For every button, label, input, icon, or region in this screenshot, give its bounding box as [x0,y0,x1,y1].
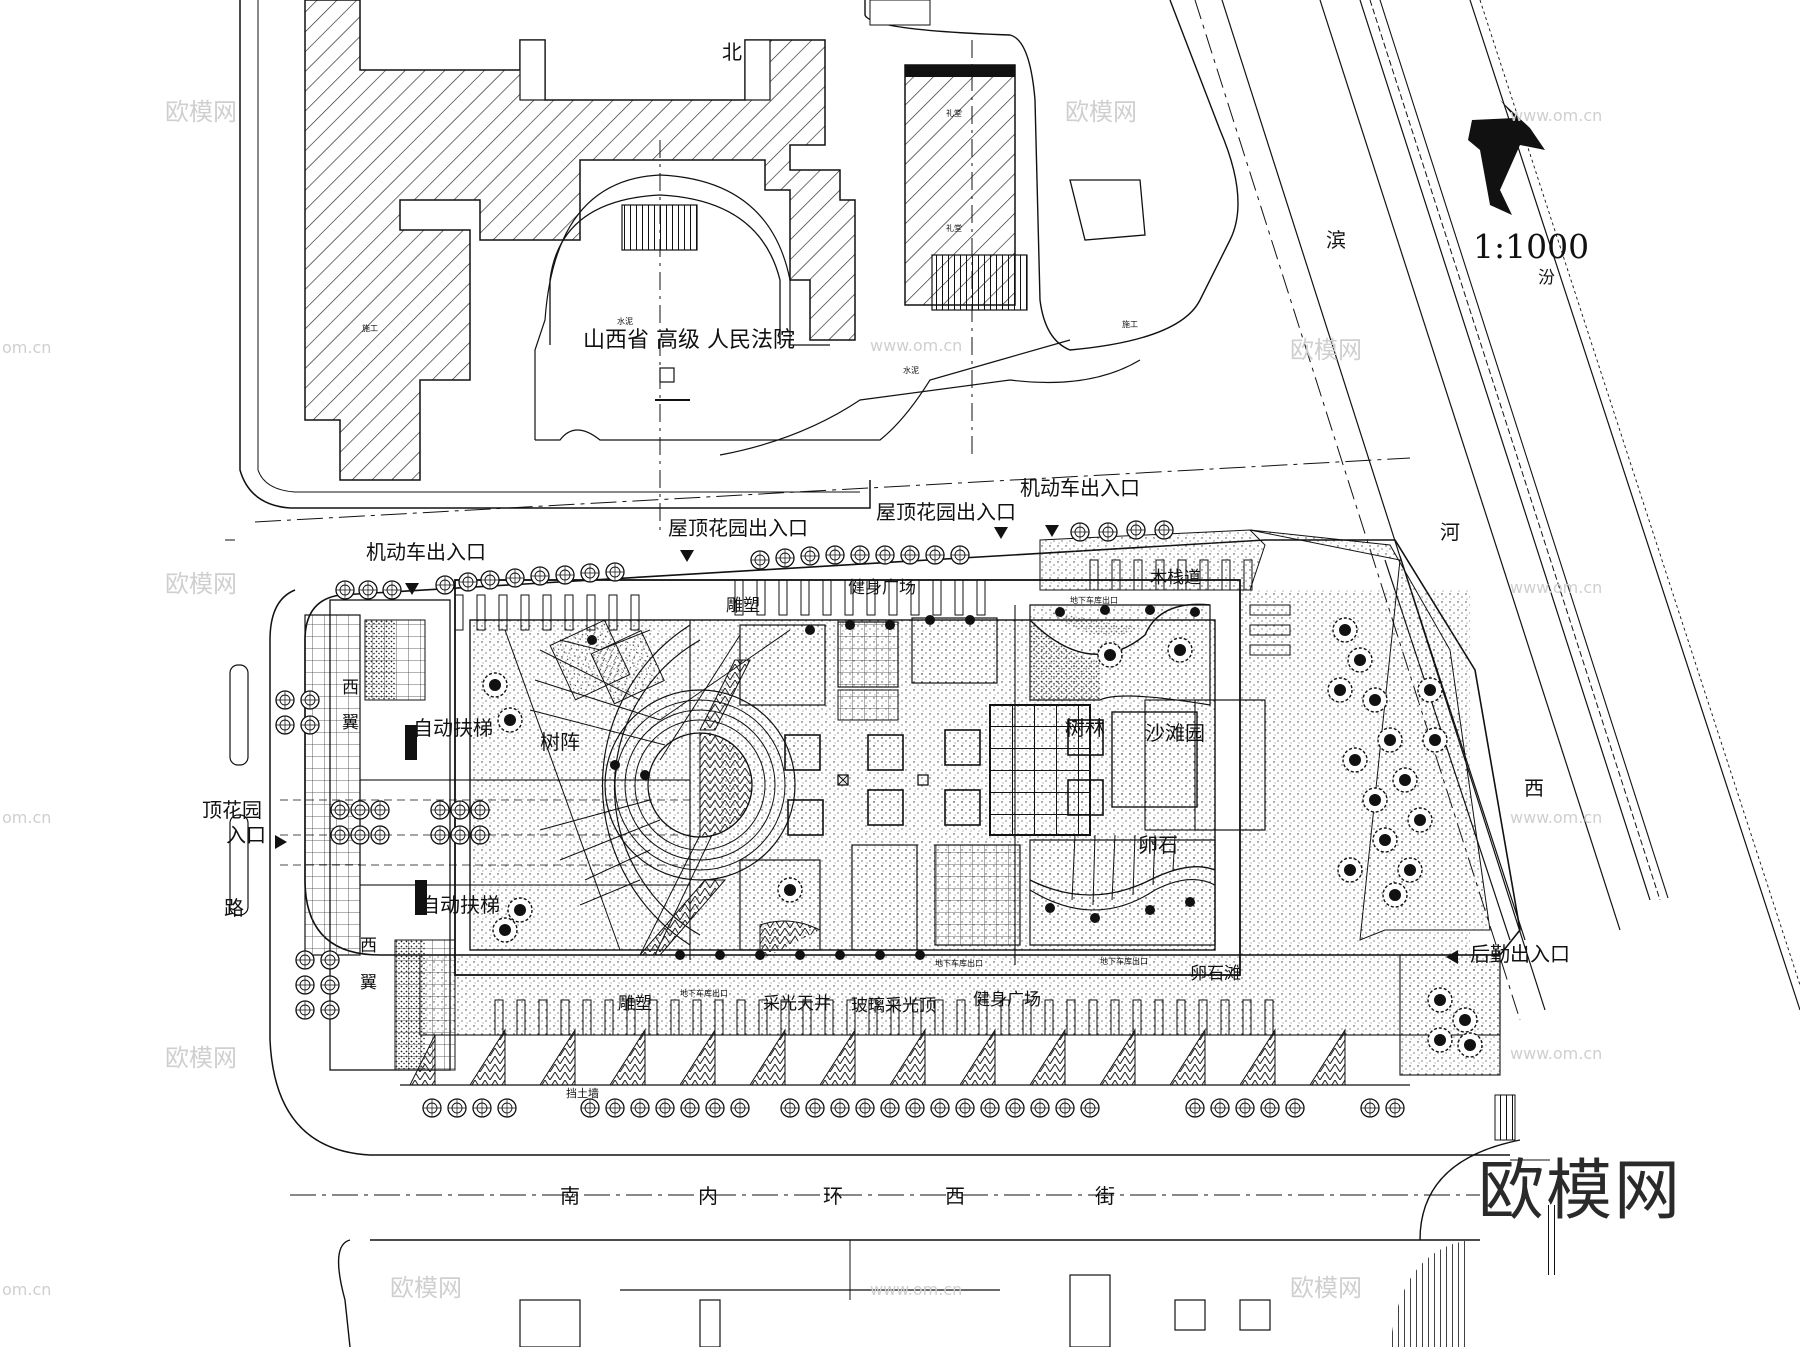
fitness-bottom-label: 健身广场 [973,990,1041,1010]
watermark-logo: 欧模网 [1290,1274,1362,1302]
paving-areas [419,529,1501,1076]
watermark-logo: 欧模网 [165,1044,237,1072]
east-street-char-2: 河 [1440,520,1460,544]
watermark-url: www.om.cn [870,336,963,355]
scale-sub-label: 汾 [1538,268,1555,288]
exit-small-label-2: 地下车库出口 [935,959,983,968]
watermark-url: om.cn [2,1280,52,1299]
entrance-roof-right-label: 屋顶花园出入口 [876,500,1016,524]
court-tag-room-2: 礼堂 [946,224,962,233]
watermark-logo: 欧模网 [1065,98,1137,126]
entrance-vehicle-top-label: 机动车出入口 [1020,476,1140,500]
scale-label: 1:1000 [1473,227,1590,266]
watermark-url: www.om.cn [1510,1044,1603,1063]
retaining-wall-label: 挡土墙 [566,1087,599,1100]
north-label: 北 [722,40,742,64]
escalator-label-2: 自动扶梯 [420,893,500,917]
watermark-url: om.cn [2,338,52,357]
west-wing-label-4: 翼 [360,973,377,993]
watermark-url: om.cn [2,808,52,827]
south-street-char-2: 内 [698,1184,718,1208]
fitness-top-label: 健身广场 [848,578,916,598]
entrance-vehicle-left-label: 机动车出入口 [366,540,486,564]
east-street-char-3: 西 [1524,776,1544,800]
court-tag-water-1: 水泥 [617,317,633,326]
court-tag-water-2: 水泥 [903,366,919,375]
sculpture-bottom-label: 雕塑 [618,994,652,1014]
tree-array-label: 树阵 [540,730,580,754]
south-street-char-3: 环 [823,1184,843,1208]
watermark-url: www.om.cn [870,1280,963,1299]
north-arrow-icon [1468,100,1545,215]
grove-label: 树林 [1065,716,1105,740]
west-wing-label-2: 翼 [342,713,359,733]
skylight-label: 采光天井 [763,994,831,1014]
watermark-logo: 欧模网 [1290,336,1362,364]
entrance-markers [275,525,1458,964]
south-street-char-4: 西 [945,1184,965,1208]
pebble-label: 卵石滩 [1190,964,1241,984]
west-plaza [280,599,691,1071]
court-tag-work-1: 施工 [362,324,378,333]
court-tag-room-1: 礼堂 [946,109,962,118]
watermark-url: www.om.cn [1510,106,1603,125]
escalator-label-1: 自动扶梯 [413,716,493,740]
sculpture-top-label: 雕塑 [726,596,760,616]
entrance-roof-west-label-1: 顶花园 [202,798,262,822]
entrance-roof-west-label-2: 入口 [226,823,266,847]
court-name-label: 山西省 高级 人民法院 [583,328,795,353]
court-tag-work-2: 施工 [1122,320,1138,329]
south-street-char-1: 南 [560,1184,580,1208]
west-wing-label-1: 西 [342,678,359,698]
exit-small-label-3: 地下车库出口 [1100,957,1148,966]
watermark-logo-large: 欧模网 [1478,1152,1682,1229]
west-wing-label-3: 西 [360,936,377,956]
east-street-char-1: 滨 [1326,228,1346,252]
south-blocks [519,1240,1271,1347]
entrance-logistics-label: 后勤出入口 [1470,942,1570,966]
bottom-right-stair [1390,1094,1555,1347]
watermark-logo: 欧模网 [390,1274,462,1302]
roof-garden [454,579,1266,976]
glass-roof-label: 玻璃采光顶 [851,996,936,1016]
watermark-logo: 欧模网 [165,570,237,598]
wood-deck-label: 木栈道 [1150,568,1201,588]
watermark-logo: 欧模网 [165,98,237,126]
exit-top-label: 地下车库出口 [1070,596,1118,605]
west-street-char: 路 [224,896,244,920]
south-street-char-5: 街 [1095,1184,1115,1208]
exit-small-label-1: 地下车库出口 [680,989,728,998]
court-complex [239,0,1239,530]
beach-label: 沙滩园 [1145,721,1205,745]
parking-stalls [454,559,1291,1036]
watermark-url: www.om.cn [1510,578,1603,597]
watermark-url: www.om.cn [1510,808,1603,827]
stone-label: 卵石 [1138,833,1178,857]
entrance-roof-left-label: 屋顶花园出入口 [668,516,808,540]
diagonal-parking [400,1028,1410,1086]
